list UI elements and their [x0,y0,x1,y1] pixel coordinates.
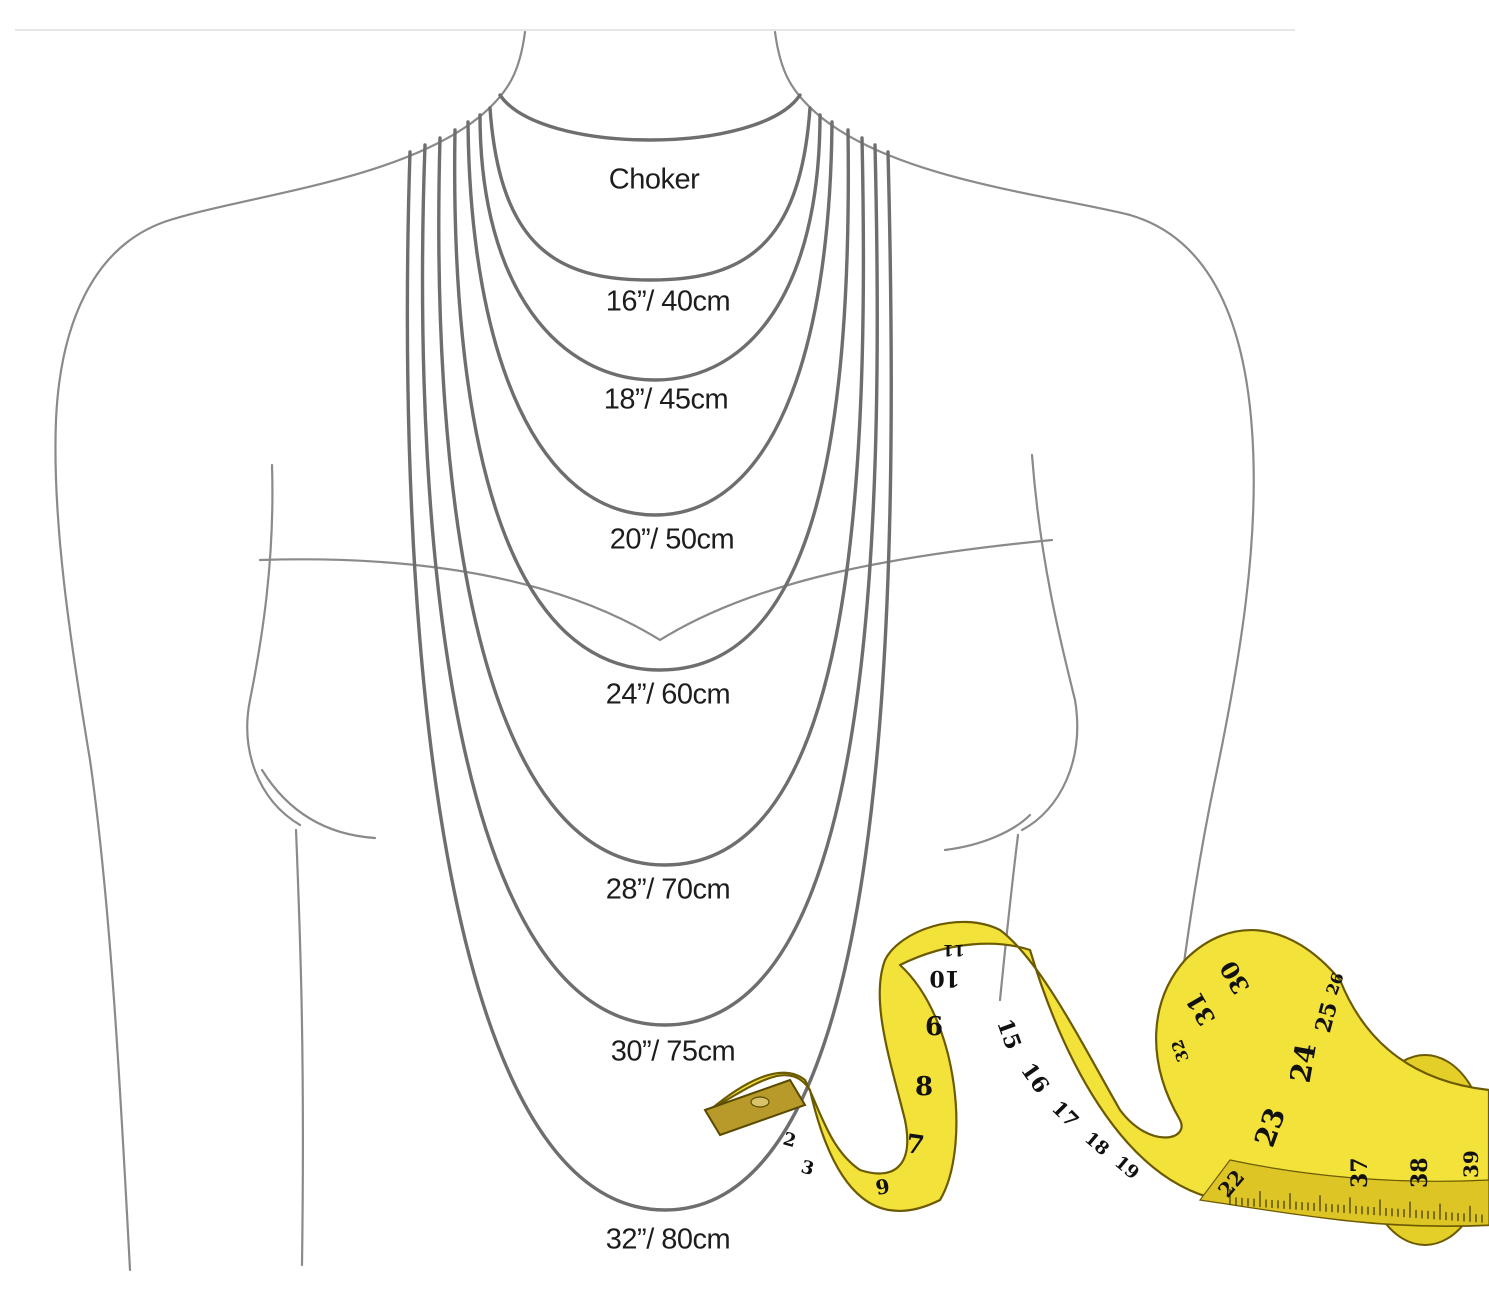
bust-left-curve [262,770,375,838]
tape-number: 19 [1110,1152,1143,1184]
label-28in-70cm: 28”/ 70cm [606,874,730,907]
tape-number: 8 [915,1072,933,1102]
label-30in-75cm: 30”/ 75cm [611,1036,735,1069]
tape-number: 38 [1407,1157,1433,1188]
tape-metal-tip [705,1080,805,1135]
label-18in-45cm: 18”/ 45cm [604,384,728,417]
left-shoulder-arm [55,118,478,1270]
neck-right-line [775,32,822,118]
tape-number: 11 [943,941,965,960]
tape-number: 18 [1080,1128,1113,1160]
label-24in-60cm: 24”/ 60cm [606,679,730,712]
chain-18 [480,115,820,380]
tape-number: 39 [1459,1150,1483,1178]
right-inner-arm [1022,455,1077,830]
torso-outline [55,32,1253,1270]
tape-measure: 2 3 6 7 8 9 10 11 15 16 17 18 19 22 23 2… [705,922,1489,1245]
label-16in-40cm: 16”/ 40cm [606,286,730,319]
left-arm-lower [296,830,303,1265]
tape-number: 3 [799,1157,817,1181]
label-20in-50cm: 20”/ 50cm [610,524,734,557]
tape-number: 24 [1284,1041,1323,1085]
tape-number: 37 [1347,1157,1373,1188]
label-32in-80cm: 32”/ 80cm [606,1224,730,1257]
tape-number: 6 [925,1012,943,1042]
neck-left-line [478,32,525,118]
chain-choker [500,95,800,140]
tape-tip-rivet [751,1097,769,1107]
tape-number: 16 [1015,1058,1054,1098]
tape-number: 17 [1047,1096,1084,1133]
tape-number: 10 [929,965,960,991]
right-arm-lower [1000,835,1018,1000]
chain-28 [439,138,864,865]
tape-number: 15 [991,1015,1026,1053]
label-choker: Choker [609,164,700,197]
left-inner-arm [247,465,300,825]
